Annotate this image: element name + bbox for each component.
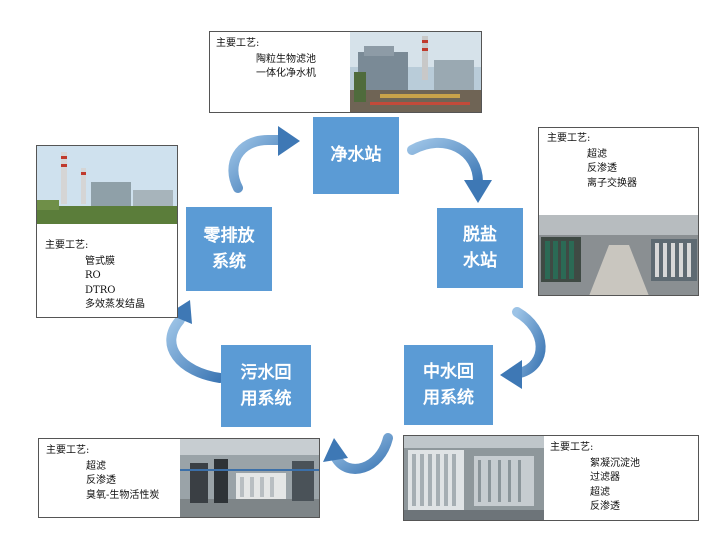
arrow-sewage-to-zero	[166, 300, 225, 383]
node-clean-water: 净水站	[313, 117, 399, 194]
node-desalination-label-2: 水站	[463, 251, 497, 271]
process-item: RO	[85, 270, 101, 281]
panel-heading: 主要工艺:	[45, 240, 89, 251]
process-item: 管式膜	[85, 255, 115, 267]
process-item: 离子交换器	[587, 177, 637, 189]
panel-reclaimed-text: 主要工艺: 絮凝沉淀池 过滤器 超滤 反渗透	[550, 441, 640, 515]
panel-zero-discharge-text: 主要工艺: 管式膜 RO DTRO 多效蒸发结晶	[45, 239, 145, 313]
treatment-plant-photo	[180, 439, 319, 517]
panel-heading: 主要工艺:	[550, 442, 594, 453]
node-reclaimed: 中水回 用系统	[404, 345, 493, 425]
panel-zero-discharge: 主要工艺: 管式膜 RO DTRO 多效蒸发结晶	[36, 145, 178, 318]
panel-heading: 主要工艺:	[46, 445, 90, 456]
arrow-zero-to-clean	[228, 126, 300, 193]
node-sewage: 污水回 用系统	[221, 345, 311, 427]
process-item: 陶粒生物滤池	[256, 53, 316, 65]
node-reclaimed-label-1: 中水回	[423, 361, 474, 382]
process-item: 多效蒸发结晶	[85, 299, 145, 310]
panel-desalination: 主要工艺: 超滤 反渗透 离子交换器	[538, 127, 699, 296]
process-item: 一体化净水机	[256, 68, 316, 79]
node-sewage-label-1: 污水回	[240, 362, 292, 383]
panel-clean-water-text: 主要工艺: 陶粒生物滤池 一体化净水机	[216, 37, 316, 82]
panel-sewage: 主要工艺: 超滤 反渗透 臭氧-生物活性炭	[38, 438, 320, 518]
process-item: DTRO	[85, 284, 116, 296]
process-item: 超滤	[86, 460, 106, 472]
process-item: 反渗透	[590, 501, 620, 512]
process-item: 絮凝沉淀池	[590, 457, 640, 469]
node-sewage-label-2: 用系统	[240, 389, 292, 409]
node-desalination: 脱盐 水站	[437, 208, 523, 288]
node-zero-discharge-label-2: 系统	[212, 252, 246, 272]
arrow-reclaimed-to-sewage	[323, 433, 393, 474]
panel-sewage-text: 主要工艺: 超滤 反渗透 臭氧-生物活性炭	[46, 444, 159, 503]
panel-reclaimed: 主要工艺: 絮凝沉淀池 过滤器 超滤 反渗透	[403, 435, 699, 521]
panel-heading: 主要工艺:	[547, 133, 591, 144]
process-item: 反渗透	[587, 163, 617, 174]
process-item: 超滤	[587, 148, 607, 160]
panel-desalination-text: 主要工艺: 超滤 反渗透 离子交换器	[547, 132, 637, 191]
arrow-clean-to-desal	[407, 137, 492, 203]
power-plant-photo	[350, 32, 481, 112]
node-zero-discharge: 零排放 系统	[186, 207, 272, 291]
power-plant-photo	[37, 146, 177, 224]
node-reclaimed-label-2: 用系统	[423, 388, 474, 408]
panel-heading: 主要工艺:	[216, 38, 260, 49]
process-item: 臭氧-生物活性炭	[86, 489, 160, 501]
process-item: 过滤器	[590, 472, 620, 483]
process-item: 超滤	[590, 486, 610, 498]
panel-clean-water: 主要工艺: 陶粒生物滤池 一体化净水机	[209, 31, 482, 113]
desalination-hall-photo	[539, 215, 698, 295]
node-zero-discharge-label-1: 零排放	[203, 225, 255, 246]
arrow-desal-to-reclaimed	[500, 307, 546, 389]
process-item: 反渗透	[86, 475, 116, 486]
node-desalination-label-1: 脱盐	[463, 224, 497, 245]
filtration-hall-photo	[404, 436, 544, 520]
node-clean-water-label: 净水站	[330, 145, 382, 166]
